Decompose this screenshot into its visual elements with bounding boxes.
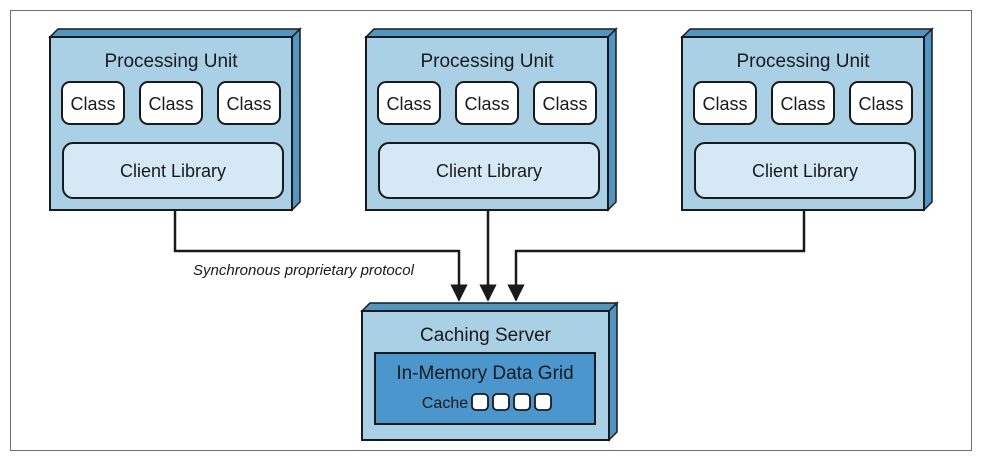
cache-slot: [471, 393, 489, 411]
class-box: [377, 81, 441, 125]
client-library-label: Client Library: [120, 161, 226, 181]
processing-unit-title: Processing Unit: [736, 51, 870, 72]
class-box: [849, 81, 913, 125]
processing-unit-2-side-face: [607, 27, 617, 212]
processing-unit-1-top-face: [48, 28, 302, 38]
diagram-frame: [10, 10, 972, 451]
class-box: [533, 81, 597, 125]
processing-unit-3-side-face: [923, 27, 933, 212]
protocol-label: Synchronous proprietary protocol: [193, 262, 415, 279]
class-label: Class: [226, 94, 271, 114]
cache-slot: [492, 393, 510, 411]
processing-unit-2-top-face: [364, 28, 618, 38]
processing-unit-1-side-face: [291, 27, 301, 212]
class-label: Class: [858, 94, 903, 114]
data-grid-box: [374, 352, 596, 425]
class-box: [455, 81, 519, 125]
data-grid-title: In-Memory Data Grid: [396, 363, 573, 384]
client-library-box: [694, 142, 916, 199]
caching-server-side-face: [608, 301, 618, 442]
client-library-box: [378, 142, 600, 199]
class-label: Class: [148, 94, 193, 114]
class-label: Class: [70, 94, 115, 114]
class-label: Class: [542, 94, 587, 114]
connector-unit-3: [507, 200, 806, 302]
class-label: Class: [464, 94, 509, 114]
connector-unit-1: [173, 200, 468, 302]
class-box: [693, 81, 757, 125]
cache-slot: [513, 393, 531, 411]
class-label: Class: [702, 94, 747, 114]
processing-unit-3-top-face: [680, 28, 934, 38]
caching-server-top-face: [360, 302, 619, 312]
cache-slot: [534, 393, 552, 411]
class-label: Class: [386, 94, 431, 114]
class-box: [61, 81, 125, 125]
class-label: Class: [780, 94, 825, 114]
class-box: [139, 81, 203, 125]
processing-unit-title: Processing Unit: [104, 51, 238, 72]
caching-server-title: Caching Server: [420, 325, 552, 346]
client-library-label: Client Library: [436, 161, 542, 181]
processing-unit-title: Processing Unit: [420, 51, 554, 72]
client-library-label: Client Library: [752, 161, 858, 181]
cache-label: Cache: [422, 395, 468, 412]
class-box: [217, 81, 281, 125]
class-box: [771, 81, 835, 125]
client-library-box: [62, 142, 284, 199]
